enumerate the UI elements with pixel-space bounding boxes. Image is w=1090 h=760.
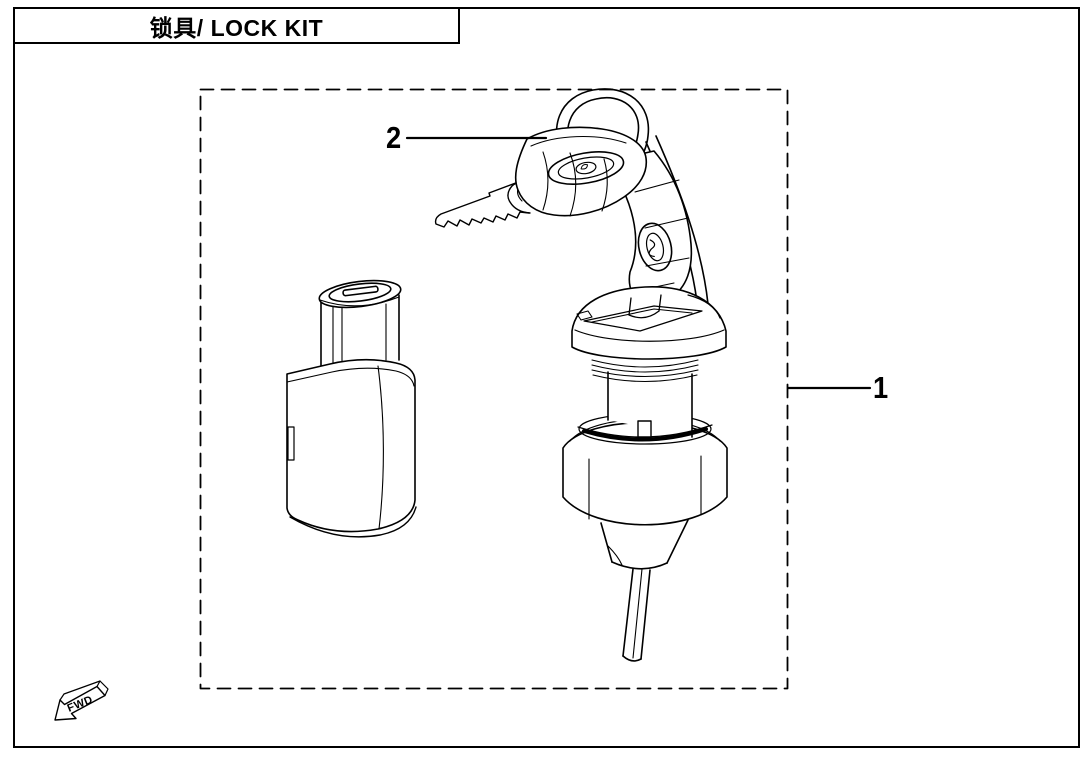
fwd-direction-icon: FWD	[54, 680, 109, 721]
spare-key	[434, 126, 648, 228]
page-title: 锁具/ LOCK KIT	[149, 14, 324, 41]
fwd-arrow	[54, 685, 106, 721]
parts-boundary-box	[199, 88, 789, 690]
page-border	[13, 7, 1080, 748]
lock-cylinder	[286, 279, 417, 538]
callout-1-label: 1	[873, 370, 889, 405]
title-box: 锁具/ LOCK KIT	[13, 7, 460, 44]
callout-2-label: 2	[386, 120, 402, 155]
fwd-label: FWD	[66, 694, 95, 715]
ignition-switch-lock	[562, 286, 728, 662]
